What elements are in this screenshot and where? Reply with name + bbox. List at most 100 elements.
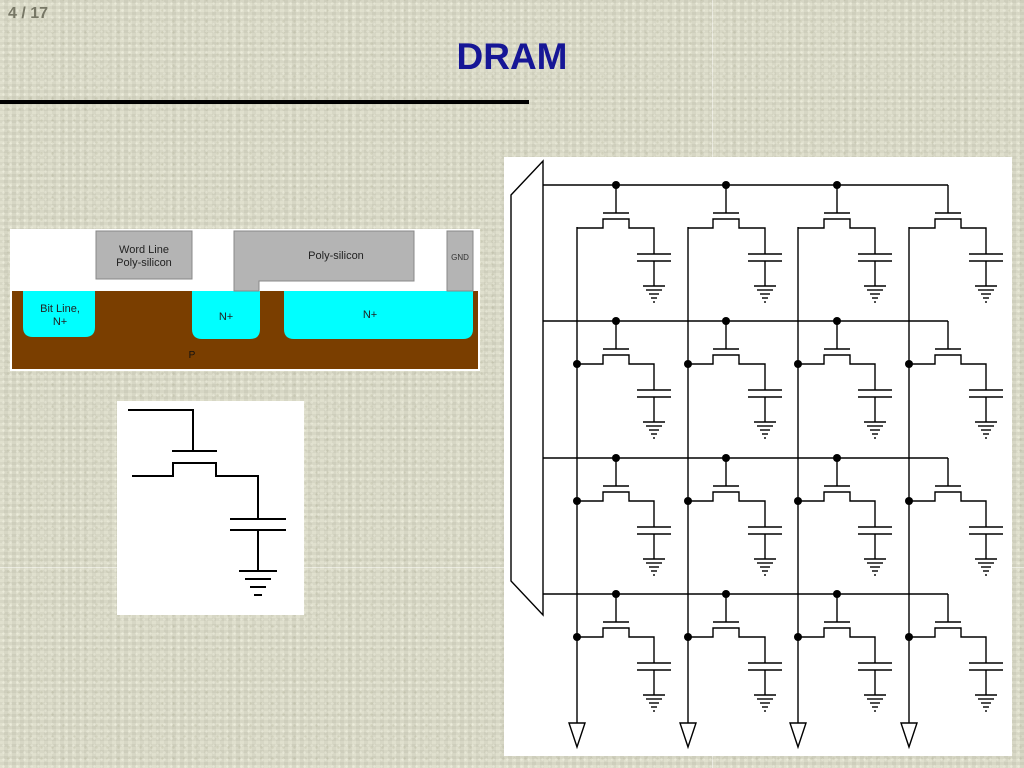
ground-icon: [975, 694, 997, 712]
transistor-channel: [688, 627, 766, 663]
ground-icon: [754, 285, 776, 303]
word-line-junction: [833, 454, 841, 462]
page-indicator: 4 / 17: [8, 5, 49, 22]
ground-icon: [864, 694, 886, 712]
slide-title: DRAM: [456, 36, 568, 77]
title-underline: [0, 100, 529, 104]
transistor-channel: [132, 462, 259, 520]
memory-cell: [688, 181, 782, 303]
memory-cell: [573, 317, 671, 439]
memory-cell: [794, 590, 892, 712]
transistor-channel: [577, 218, 655, 254]
memory-cell: [684, 454, 782, 576]
memory-cell: [573, 454, 671, 576]
bit-line-junction: [905, 633, 913, 641]
word-line-junction: [722, 454, 730, 462]
bit-line-label-2: N+: [53, 316, 67, 328]
ground-icon: [754, 421, 776, 439]
ground-icon: [239, 570, 277, 596]
word-line-junction: [722, 317, 730, 325]
gnd-contact: [446, 230, 474, 292]
capacitor-icon: [858, 389, 892, 398]
word-line-junction: [612, 317, 620, 325]
ground-icon: [754, 558, 776, 576]
memory-cell: [684, 590, 782, 712]
word-line-wire: [128, 409, 194, 452]
n-plus-right-diffusion: [284, 291, 473, 339]
bit-line-junction: [794, 633, 802, 641]
memory-cell: [794, 317, 892, 439]
transistor-channel: [577, 354, 655, 390]
bit-line-junction: [794, 360, 802, 368]
capacitor-icon: [969, 389, 1003, 398]
transistor-channel: [909, 491, 987, 527]
word-line-junction: [833, 181, 841, 189]
row-decoder: [510, 159, 544, 617]
capacitor-icon: [637, 526, 671, 535]
transistor-channel: [909, 354, 987, 390]
word-line-label: Word Line: [119, 244, 169, 256]
capacitor-icon: [637, 389, 671, 398]
ground-icon: [864, 421, 886, 439]
capacitor-icon: [748, 526, 782, 535]
memory-cell: [909, 185, 1003, 303]
transistor-channel: [798, 491, 876, 527]
word-line-junction: [612, 181, 620, 189]
bit-line-junction: [794, 497, 802, 505]
transistor-channel: [688, 491, 766, 527]
bit-line-junction: [573, 497, 581, 505]
n-plus-middle-diffusion: [192, 291, 260, 339]
substrate-label: P: [189, 350, 196, 361]
transistor-channel: [688, 354, 766, 390]
word-line-label-2: Poly-silicon: [116, 257, 172, 269]
transistor-channel: [688, 218, 766, 254]
bit-line-junction: [684, 360, 692, 368]
array-schematic-figure: [510, 159, 1003, 750]
gnd-label: GND: [451, 253, 469, 262]
word-line-junction: [833, 317, 841, 325]
memory-cell: [905, 594, 1003, 712]
ground-icon: [975, 421, 997, 439]
ground-icon: [975, 558, 997, 576]
ground-icon: [754, 694, 776, 712]
bit-line-junction: [573, 360, 581, 368]
memory-cell: [798, 181, 892, 303]
transistor-channel: [909, 218, 987, 254]
word-line-junction: [612, 454, 620, 462]
sense-amp-triangle: [568, 722, 586, 750]
dram-array-schematic: [504, 157, 1012, 756]
transistor-channel: [577, 491, 655, 527]
transistor-channel: [577, 627, 655, 663]
capacitor-icon: [858, 253, 892, 262]
memory-cell: [905, 321, 1003, 439]
n-plus-middle-label: N+: [219, 311, 233, 323]
capacitor-icon: [858, 526, 892, 535]
ground-icon: [643, 694, 665, 712]
bit-line-junction: [684, 497, 692, 505]
transistor-channel: [798, 627, 876, 663]
memory-cell: [905, 458, 1003, 576]
capacitor-icon: [230, 518, 286, 531]
memory-cell: [794, 454, 892, 576]
capacitor-icon: [637, 662, 671, 671]
ground-icon: [643, 285, 665, 303]
bit-line-junction: [905, 360, 913, 368]
word-line-junction: [722, 181, 730, 189]
bit-line-junction: [684, 633, 692, 641]
ground-icon: [975, 285, 997, 303]
sense-amp-triangle: [679, 722, 697, 750]
ground-icon: [864, 285, 886, 303]
ground-icon: [643, 558, 665, 576]
transistor-channel: [798, 354, 876, 390]
n-plus-right-label: N+: [363, 309, 377, 321]
capacitor-icon: [969, 253, 1003, 262]
bit-line-junction: [905, 497, 913, 505]
memory-cell: [684, 317, 782, 439]
bit-line-junction: [573, 633, 581, 641]
word-line-gate: [95, 230, 193, 280]
dram-cell-schematic: [117, 401, 304, 615]
capacitor-icon: [748, 253, 782, 262]
ground-icon: [864, 558, 886, 576]
capacitor-icon: [969, 662, 1003, 671]
word-line-junction: [722, 590, 730, 598]
